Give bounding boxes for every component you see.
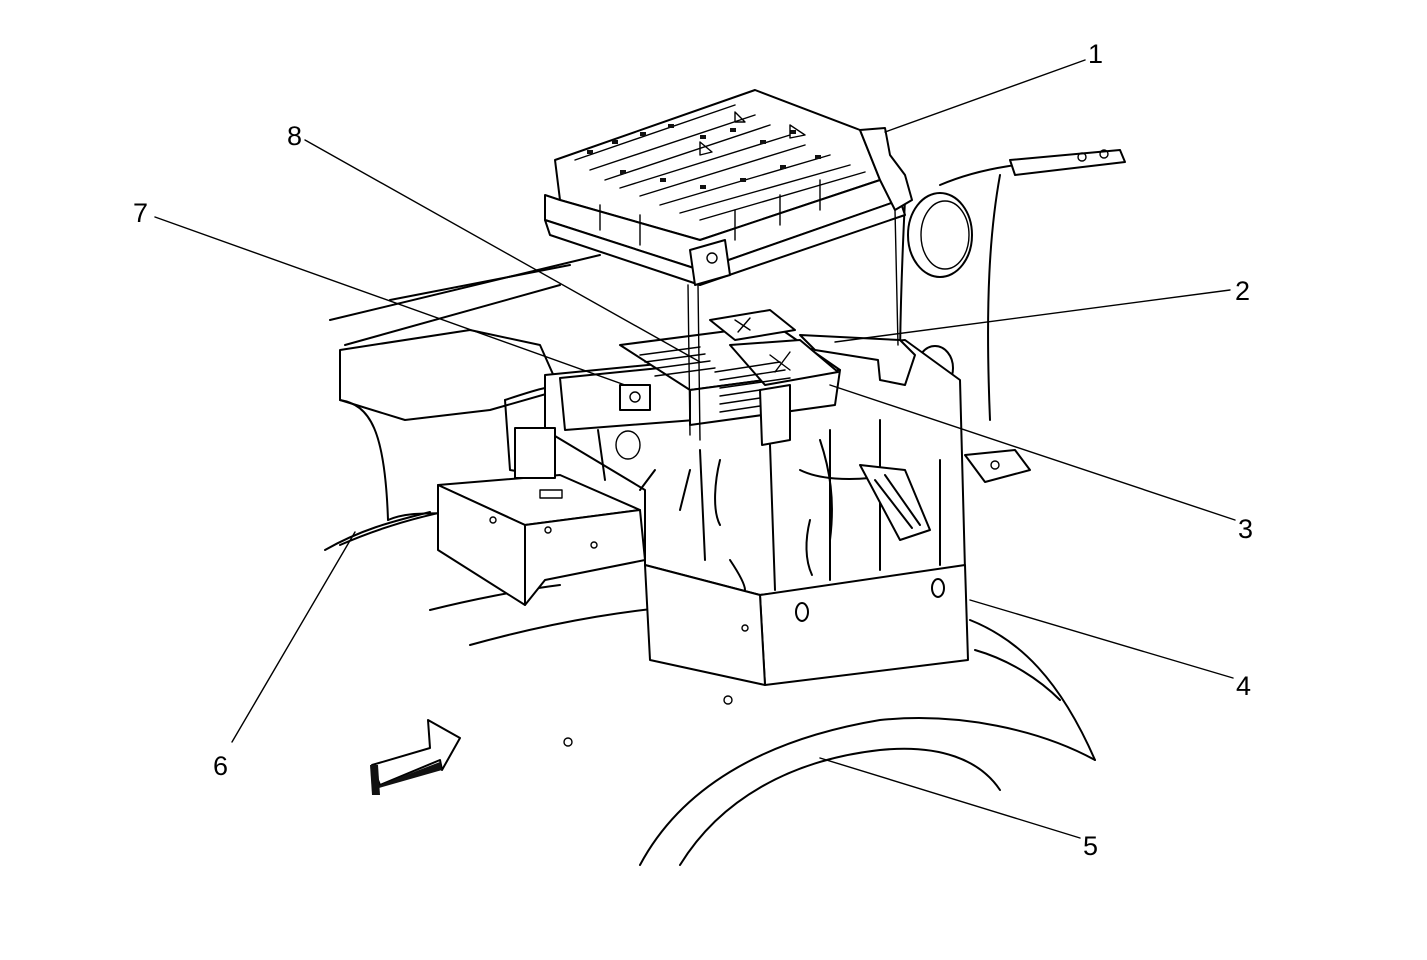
leader-1 [884,59,1086,133]
leader-2 [834,289,1231,343]
leader-3 [829,384,1236,521]
alignment-line-clip [894,209,899,346]
leader-4 [969,599,1234,679]
callout-5: 5 [1083,831,1098,861]
callout-8: 8 [287,121,302,151]
lower-fuse-block [559,309,916,446]
callout-2: 2 [1235,276,1250,306]
leader-6 [231,531,356,743]
alignment-line-right [697,284,701,441]
front-direction-arrow [370,719,461,795]
callout-leaders [154,59,1236,839]
callout-3: 3 [1238,514,1253,544]
alignment-line-left [687,284,691,436]
callout-1: 1 [1088,39,1103,69]
callout-labels: 1 2 3 4 5 6 7 8 [133,39,1253,861]
fuse-slots [639,346,791,413]
fuse-block-cover [544,89,913,286]
leader-5 [819,757,1081,839]
callout-4: 4 [1236,671,1251,701]
vehicle-body-outline [324,149,1126,866]
leader-8 [304,139,701,363]
leader-7 [154,216,626,386]
callout-6: 6 [213,751,228,781]
support-tray [437,474,646,606]
callout-7: 7 [133,198,148,228]
